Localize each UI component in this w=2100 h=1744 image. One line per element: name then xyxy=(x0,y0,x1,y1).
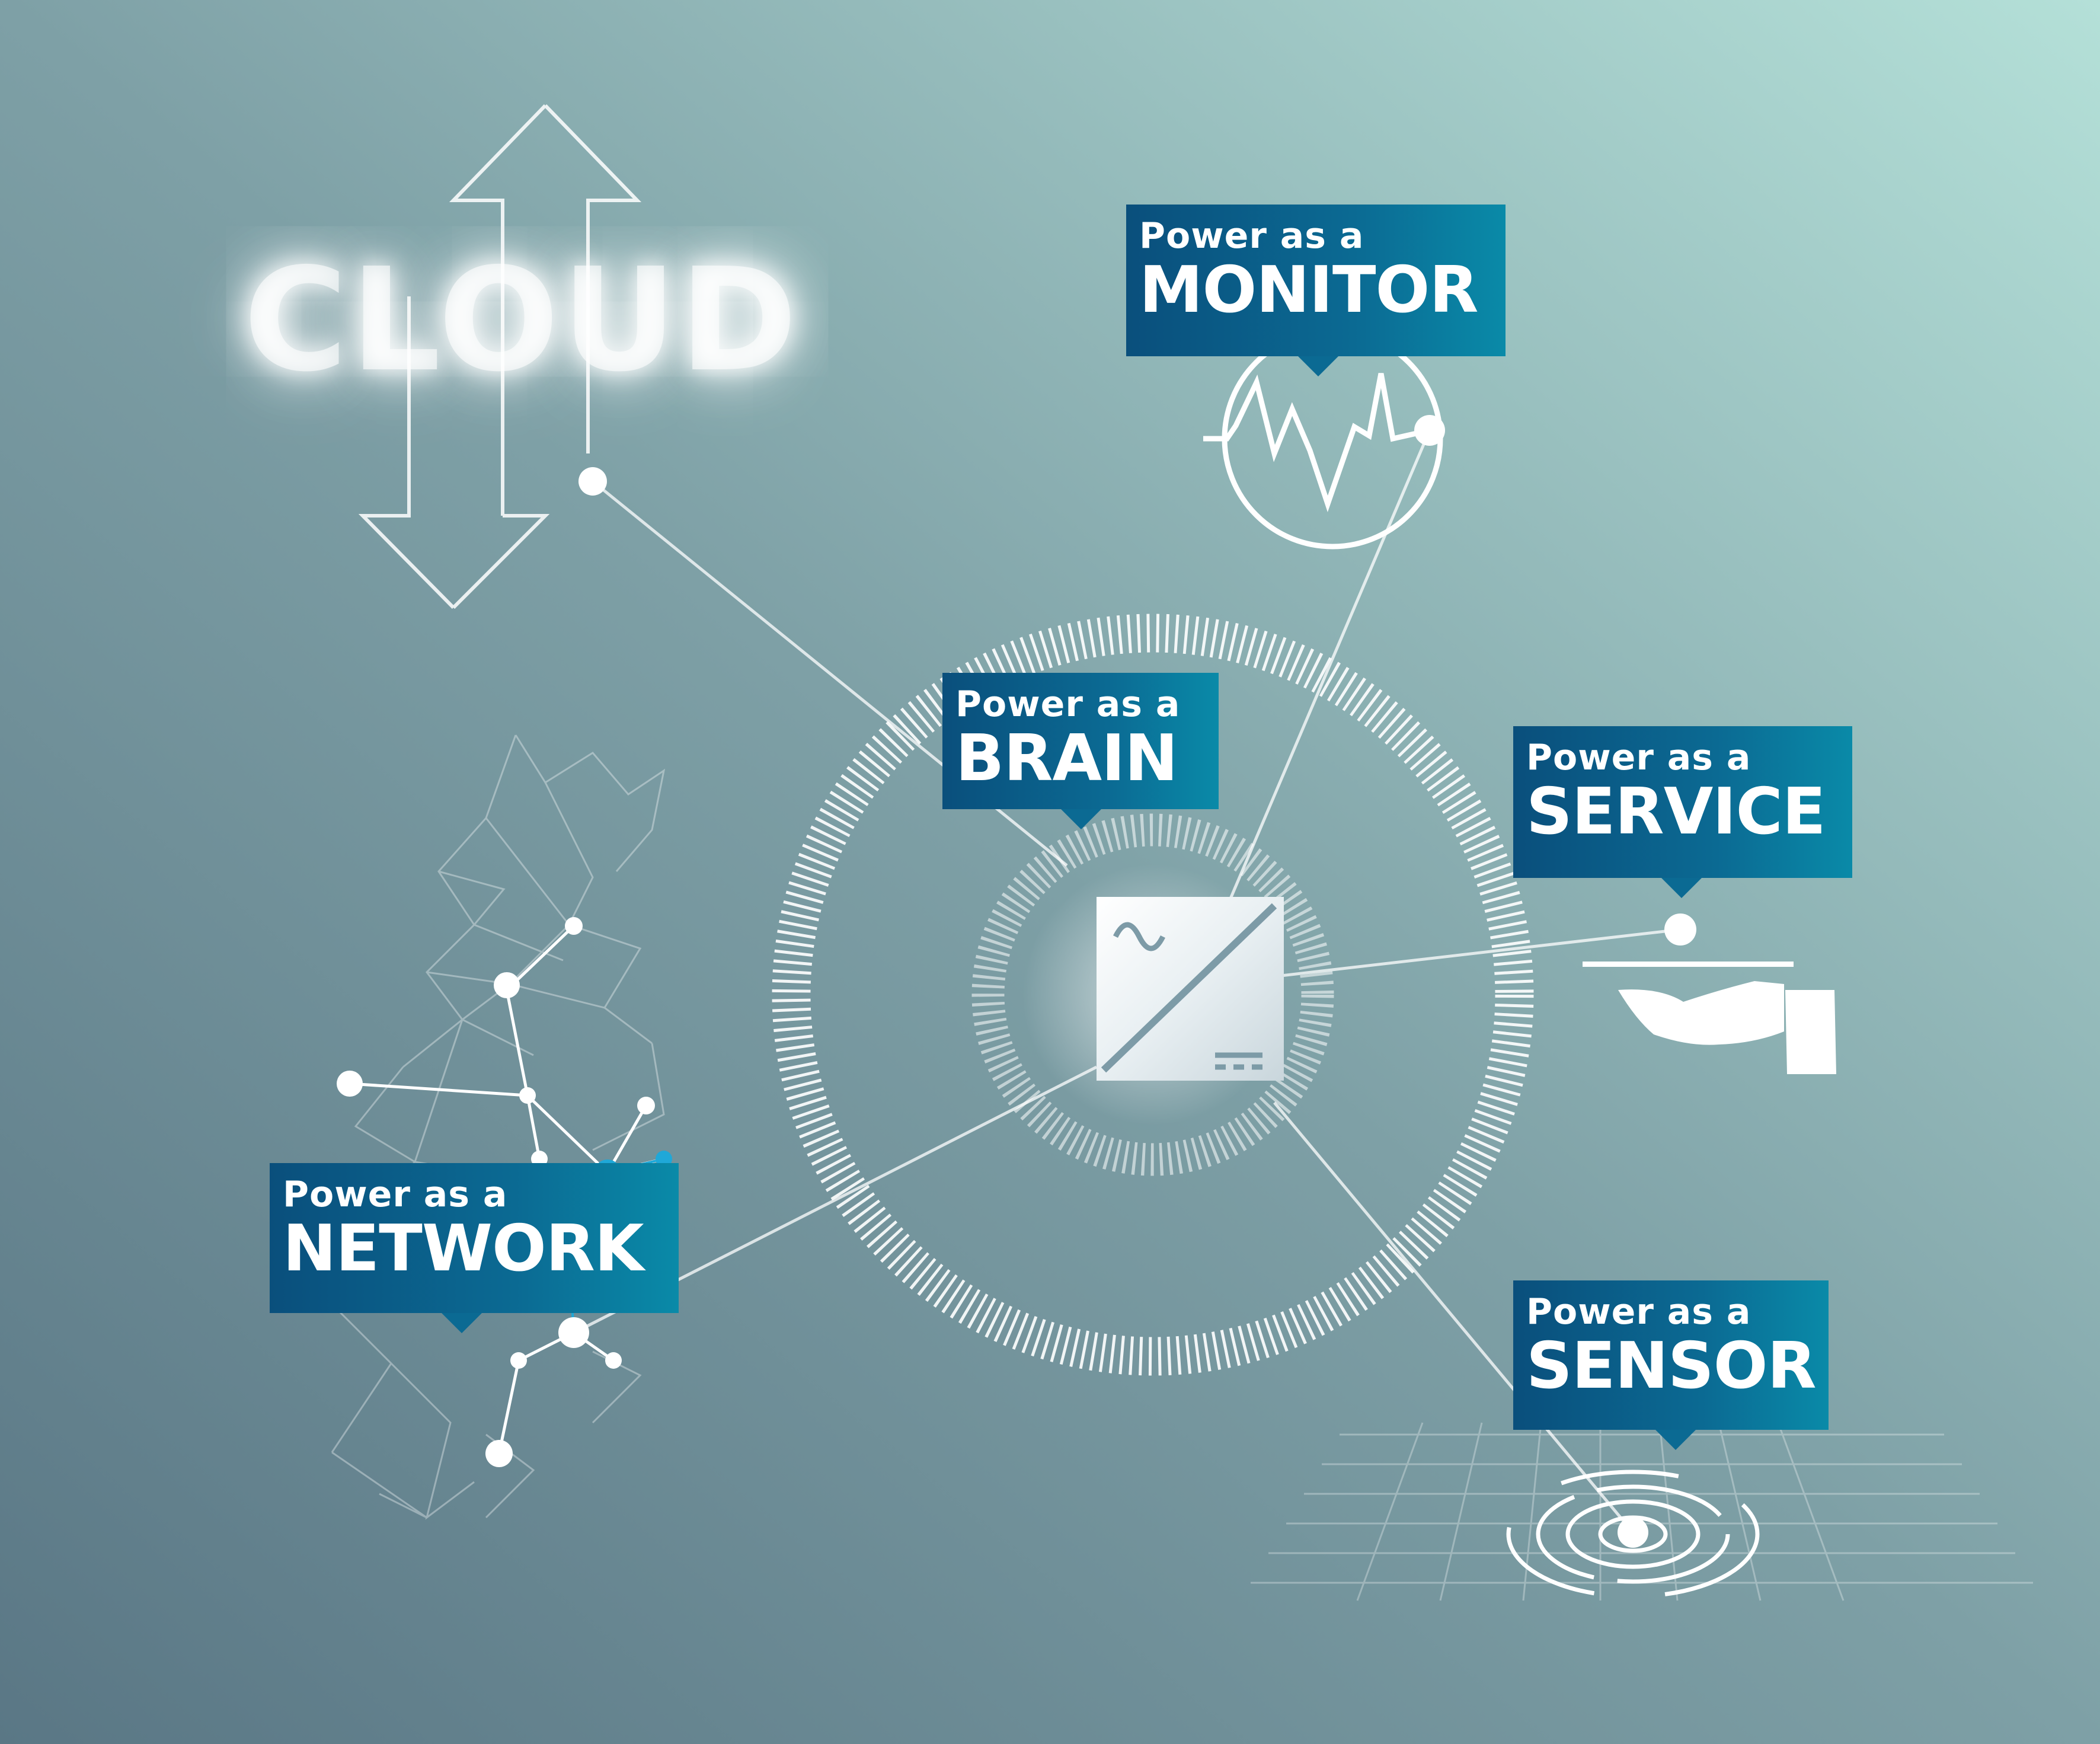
callout-brain: Power as a BRAIN xyxy=(942,673,1219,829)
callout-monitor: Power as a MONITOR xyxy=(1126,205,1506,376)
callout-brain-prefix: Power as a xyxy=(955,683,1181,725)
cloud-node xyxy=(578,467,607,496)
inner-tick-ring xyxy=(971,813,1334,1176)
sensor-node xyxy=(1618,1517,1648,1548)
double-arrow-up-down-icon xyxy=(358,104,642,609)
callout-network-prefix: Power as a xyxy=(283,1174,508,1215)
callout-pointer xyxy=(442,1313,482,1333)
callout-network: Power as a NETWORK xyxy=(270,1163,679,1333)
callout-service: Power as a SERVICE xyxy=(1513,726,1852,898)
cloud-label: CLOUD xyxy=(243,237,800,403)
service-connector xyxy=(1209,928,1681,986)
sensor-connector xyxy=(1273,1101,1634,1534)
callout-monitor-prefix: Power as a xyxy=(1139,215,1364,257)
service-node xyxy=(1664,913,1696,946)
callout-sensor-keyword: SENSOR xyxy=(1526,1329,1817,1403)
callout-pointer xyxy=(1061,809,1101,829)
callout-sensor: Power as a SENSOR xyxy=(1513,1280,1829,1450)
callout-brain-keyword: BRAIN xyxy=(955,721,1178,796)
callout-sensor-prefix: Power as a xyxy=(1526,1291,1751,1333)
radar-ripple-icon xyxy=(1506,1470,1760,1599)
callout-service-prefix: Power as a xyxy=(1526,737,1751,778)
callout-pointer xyxy=(1661,878,1702,898)
monitor-node xyxy=(1414,415,1445,446)
callout-service-keyword: SERVICE xyxy=(1526,775,1826,849)
power-converter-icon xyxy=(1022,864,1284,1125)
callout-monitor-keyword: MONITOR xyxy=(1139,253,1479,327)
serving-hand-tray-icon xyxy=(1583,962,1836,1074)
callout-network-keyword: NETWORK xyxy=(283,1212,644,1286)
monitor-connector xyxy=(1225,430,1431,908)
callout-pointer xyxy=(1655,1430,1696,1450)
callout-pointer xyxy=(1298,356,1338,376)
outer-tick-ring xyxy=(772,614,1534,1376)
